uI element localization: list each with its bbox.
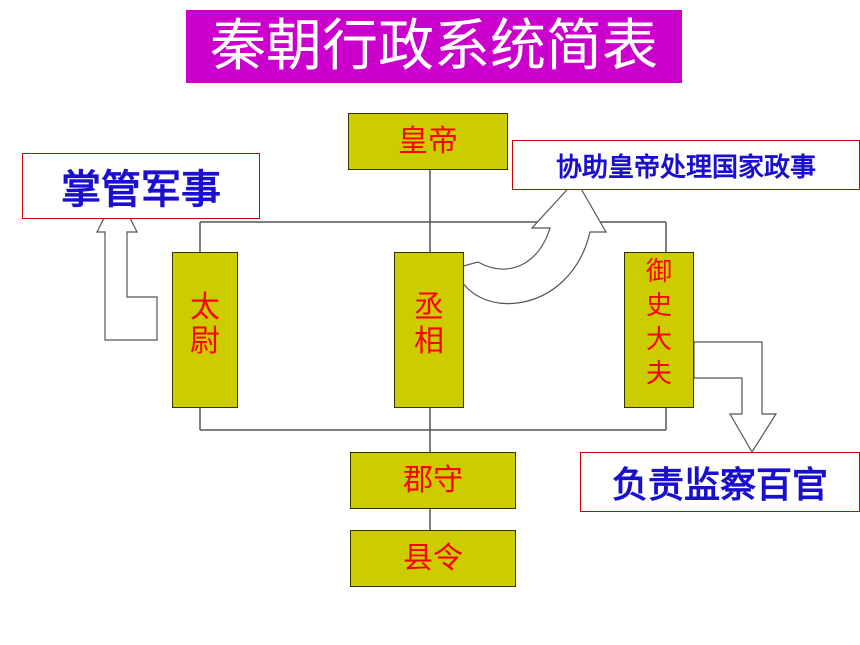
censor-box: 御史大夫 xyxy=(624,252,694,408)
taiwei-label: 太尉 xyxy=(190,290,220,359)
supervise-note: 负责监察百官 xyxy=(580,452,860,512)
military-note: 掌管军事 xyxy=(22,153,260,219)
censor-label: 御史大夫 xyxy=(645,257,672,389)
chancellor-box: 丞相 xyxy=(394,252,464,408)
commandery-box: 郡守 xyxy=(350,452,516,509)
taiwei-box: 太尉 xyxy=(172,252,238,408)
supervise-bent-arrow-icon xyxy=(693,341,778,454)
page-title: 秦朝行政系统简表 xyxy=(186,10,682,83)
chancellor-label: 丞相 xyxy=(414,290,444,359)
emperor-box: 皇帝 xyxy=(348,113,508,170)
assist-note: 协助皇帝处理国家政事 xyxy=(512,140,860,190)
county-box: 县令 xyxy=(350,530,516,587)
assist-curved-arrow-icon xyxy=(455,178,608,305)
